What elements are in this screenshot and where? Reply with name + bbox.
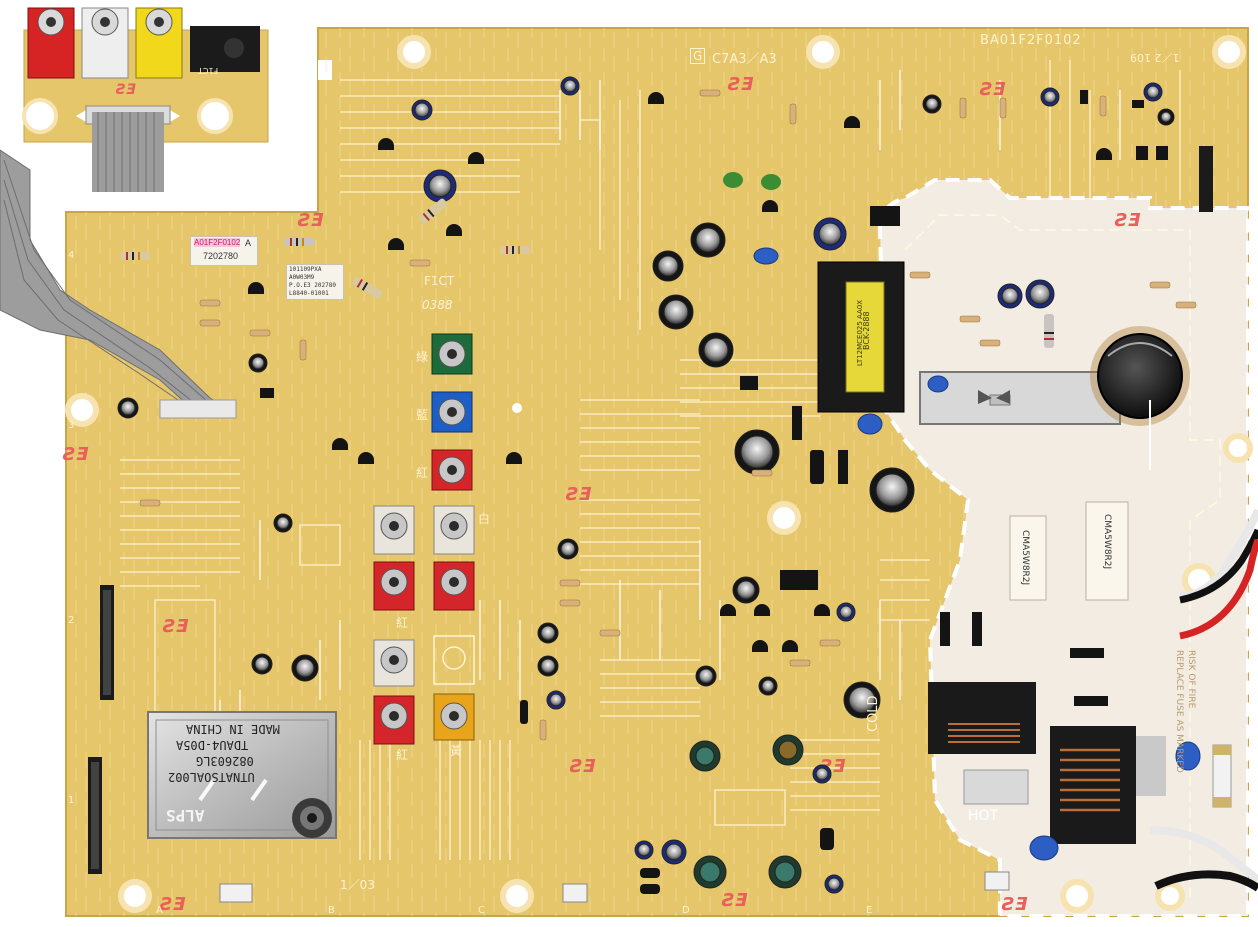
svg-text:ƧƎ: ƧƎ [115, 82, 136, 98]
sticker2-line3: P.O.E3 202780 [289, 282, 336, 289]
jack-label-blue: 藍 [416, 408, 429, 422]
axis-1: 1 [68, 795, 75, 806]
svg-text:ƧƎ: ƧƎ [979, 79, 1006, 100]
fict-label: F1CT [424, 274, 455, 288]
svg-text:ƧƎ: ƧƎ [1114, 210, 1141, 231]
sticker2-line2: A0W03M9 [289, 274, 315, 281]
axis-b: B [328, 905, 335, 916]
board-corner-code: 1／2 109 [1130, 51, 1180, 64]
tuner-brand: ALPS [166, 806, 205, 825]
board-part-number: BA01F2F0102 [980, 33, 1082, 48]
axis-2: 2 [68, 615, 75, 626]
svg-text:ƧƎ: ƧƎ [162, 616, 189, 637]
jack-label-green: 綠 [416, 350, 429, 364]
tuner-lot: 082603LG [196, 754, 254, 768]
tuner-made-in: MADE IN CHINA [186, 722, 280, 736]
board-sticker-1: A01F2F0102 A 7202780 [190, 236, 258, 266]
jack-label-white: 白 [478, 512, 491, 526]
axis-e: E [866, 905, 873, 916]
resistor-marking-1: CMA5W8R2J [1020, 530, 1030, 586]
board-sticker-2: 101109PXA A0W03M9 P.O.E3 202780 L8840-01… [286, 264, 344, 300]
svg-text:ƧƎ: ƧƎ [727, 74, 754, 95]
axis-3: 3 [68, 420, 75, 431]
board-g-mark: G [690, 48, 706, 64]
sticker1-line2: 7202780 [203, 251, 239, 261]
jack-label-red-2: 紅 [396, 616, 409, 630]
svg-text:ƧƎ: ƧƎ [62, 444, 89, 465]
fuse-warning-1: RISK OF FIRE [1186, 650, 1196, 709]
svg-text:ƧƎ: ƧƎ [569, 756, 596, 777]
jack-label-red-3: 紅 [396, 748, 409, 762]
av-input-board: ƧƎ [22, 7, 269, 192]
jack-label-red: 紅 [416, 466, 429, 480]
svg-text:ƧƎ: ƧƎ [1001, 894, 1028, 915]
fict-small: F1CT [198, 66, 219, 75]
board-rev-code: C7A3／A3 [712, 52, 777, 67]
axis-c: C [478, 905, 485, 916]
axis-d: D [682, 905, 690, 916]
transformer-marking-2: LT12MCE025 AA0X [856, 299, 864, 366]
jack-label-yellow: 黃 [450, 744, 463, 758]
sticker2-line1: 101109PXA [289, 266, 322, 273]
sticker1-line1: A01F2F0102 [194, 238, 241, 247]
fuse-warning-2: REPLACE FUSE AS MARKED [1174, 650, 1184, 773]
axis-a: A [156, 905, 163, 916]
cold-label: COLD [866, 695, 881, 732]
resistor-marking-2: CMA5W8R2J [1102, 514, 1112, 570]
svg-text:ƧƎ: ƧƎ [721, 890, 748, 911]
svg-text:ƧƎ: ƧƎ [565, 484, 592, 505]
svg-text:ƧƎ: ƧƎ [297, 210, 324, 231]
tuner-code: UTNATSOAL002 [168, 770, 255, 784]
sticker1-rev: A [245, 238, 252, 248]
bottom-code: 1／03 [340, 878, 375, 892]
tuner-model: TDAU4-D05A [176, 738, 249, 752]
axis-4: 4 [68, 250, 75, 261]
sticker2-line4: L8840-01001 [289, 290, 329, 297]
hot-label: HOT [968, 808, 999, 824]
fict-code: 0388 [422, 298, 453, 312]
svg-text:ƧƎ: ƧƎ [159, 894, 186, 915]
power-wires [1150, 508, 1258, 892]
